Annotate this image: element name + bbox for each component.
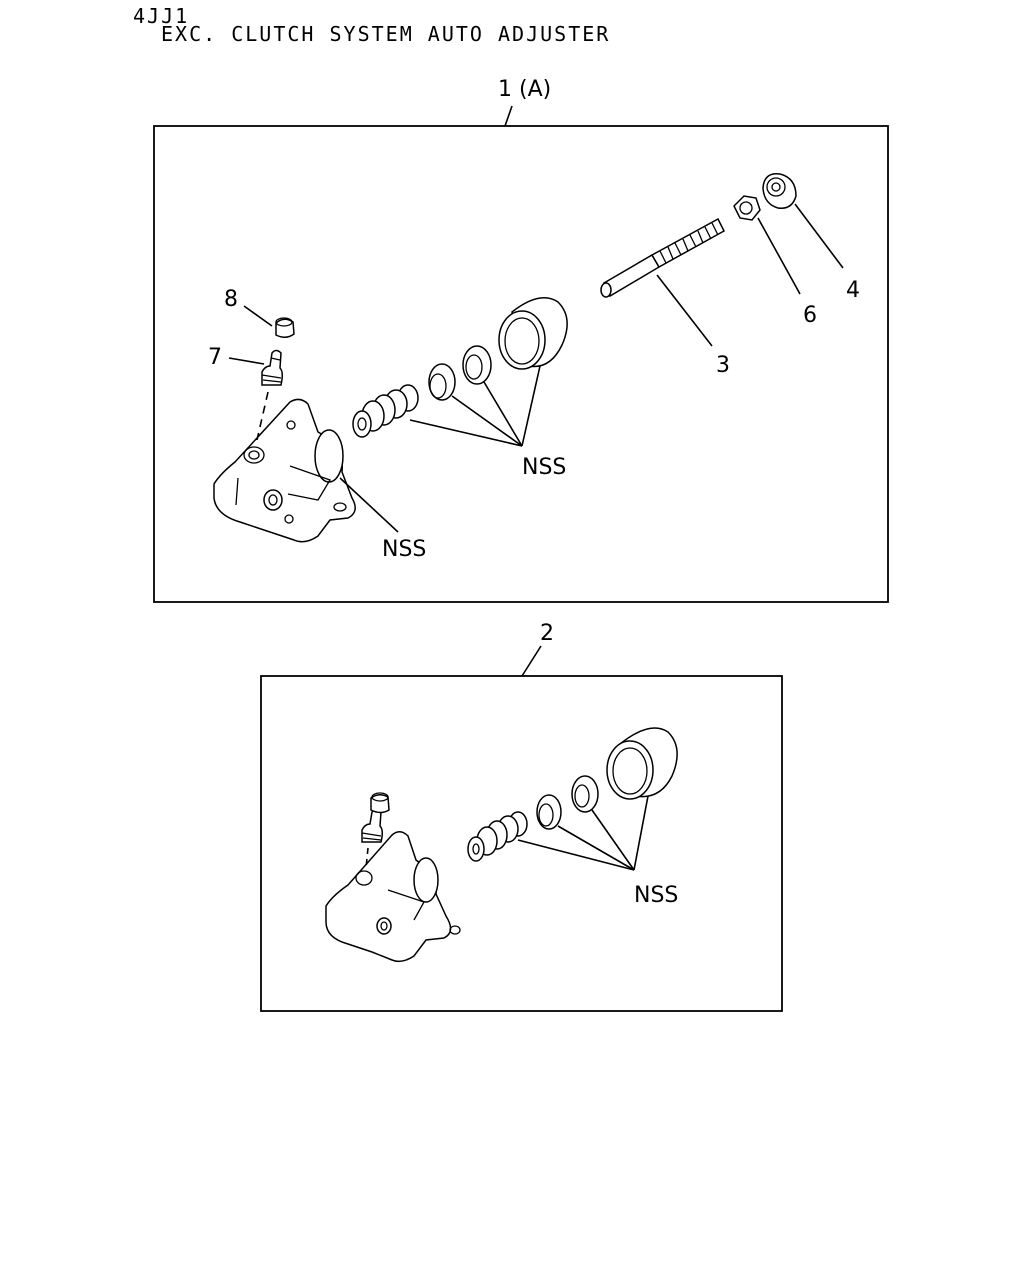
- piston-ring-2: [571, 775, 599, 813]
- cup-seal: [428, 363, 456, 401]
- callout-nss-kit-bottom: NSS: [634, 883, 678, 908]
- panel-assembly-1a: 1 (A): [153, 77, 889, 603]
- callout-7: 7: [208, 345, 222, 370]
- panel-2-label: 2: [540, 621, 554, 646]
- panel-2-leader: [521, 645, 542, 677]
- bleeder-cap-2: [370, 792, 390, 814]
- piston-spring: [352, 384, 419, 438]
- lock-nut: [733, 195, 761, 221]
- push-rod: [600, 217, 725, 298]
- cup-seal-2: [536, 794, 562, 830]
- callout-4: 4: [846, 278, 860, 303]
- panel-1a-label: 1 (A): [498, 77, 551, 102]
- leaders-bottom: [517, 795, 649, 871]
- callout-3: 3: [716, 353, 730, 378]
- callout-nss-kit-top: NSS: [522, 455, 566, 480]
- callout-nss-body-top: NSS: [382, 537, 426, 562]
- panel-assembly-2: 2: [260, 621, 783, 1012]
- panel-1a-leader: [504, 105, 513, 127]
- cylinder-body-2: [325, 831, 461, 963]
- cylinder-body: [213, 398, 356, 543]
- piston-ring: [462, 345, 492, 385]
- cap-nut: [762, 173, 797, 209]
- panel-2-frame: [260, 675, 783, 1012]
- leaders-top: [228, 203, 844, 533]
- panel-1a-frame: [153, 125, 889, 603]
- piston-spring-2: [467, 811, 528, 862]
- callout-6: 6: [803, 303, 817, 328]
- bleeder-screw: [256, 349, 284, 441]
- bleeder-screw-2: [361, 808, 384, 869]
- bleeder-cap: [275, 317, 295, 338]
- dust-boot-2: [606, 727, 678, 800]
- dust-boot: [498, 297, 568, 370]
- model-code: 4JJ1: [133, 4, 190, 28]
- diagram-title: EXC. CLUTCH SYSTEM AUTO ADJUSTER: [161, 22, 611, 46]
- callout-8: 8: [224, 287, 238, 312]
